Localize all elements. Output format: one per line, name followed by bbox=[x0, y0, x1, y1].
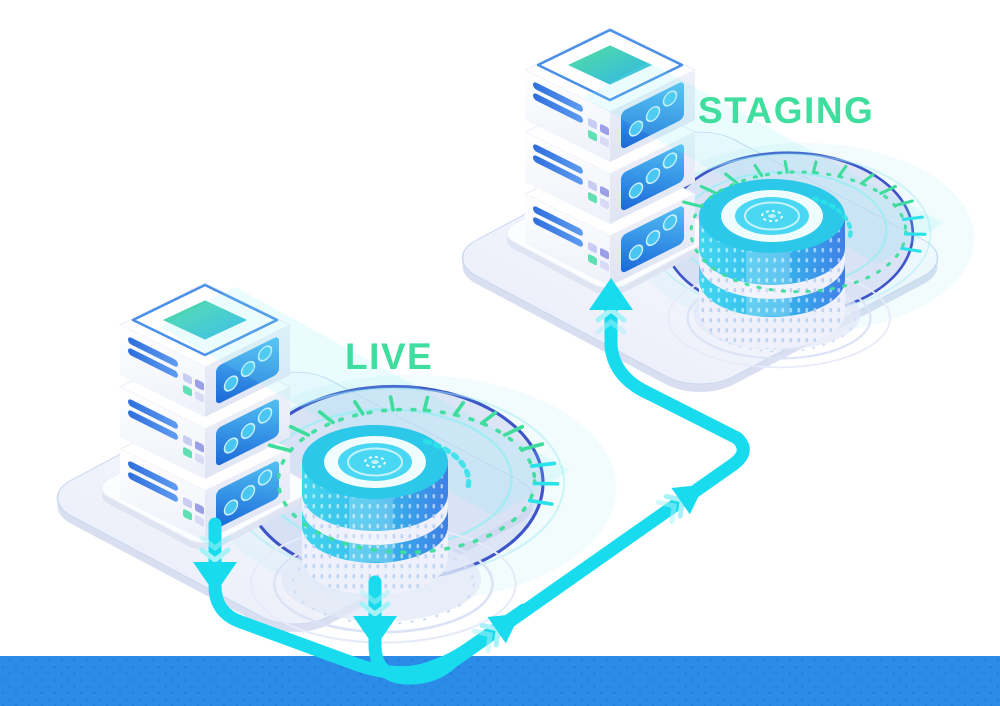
staging-database bbox=[698, 178, 846, 350]
staging-server-tower bbox=[523, 26, 697, 288]
arrow-down-icon bbox=[193, 535, 237, 594]
arrow-down-icon bbox=[353, 589, 397, 648]
live-database bbox=[301, 424, 449, 596]
live-environment bbox=[36, 281, 619, 645]
live-label: LIVE bbox=[345, 336, 433, 377]
flow-arrowheads bbox=[193, 278, 705, 654]
arrow-northeast-icon bbox=[471, 613, 521, 654]
bottom-bar bbox=[0, 656, 1000, 706]
flow-pipe-main bbox=[368, 301, 750, 685]
staging-label: STAGING bbox=[698, 90, 874, 131]
flow-path bbox=[208, 301, 750, 685]
staging-environment bbox=[441, 26, 976, 404]
arrow-northeast-icon bbox=[655, 484, 705, 525]
arrow-up-icon bbox=[589, 278, 633, 335]
